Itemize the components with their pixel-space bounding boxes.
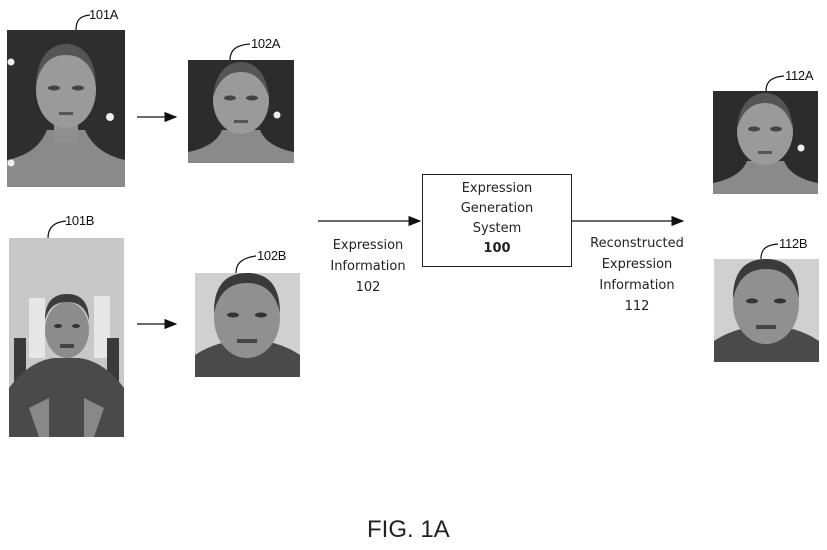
ref-label-112A: 112A — [785, 68, 814, 83]
cropped-face-102A — [188, 60, 294, 163]
ref-label-102B: 102B — [257, 248, 287, 263]
reconstructed-line1: Reconstructed — [590, 236, 684, 251]
ref-label-101A: 101A — [89, 7, 119, 22]
ref-label-102A: 102A — [251, 36, 281, 51]
expression-information-line1: Expression — [332, 238, 404, 253]
cropped-face-102B — [195, 273, 300, 377]
leader-102B — [235, 255, 257, 274]
figure-caption: FIG. 1A — [367, 516, 450, 543]
reconstructed-expression-information-label: Reconstructed Expression Information 112 — [578, 233, 696, 317]
reconstructed-face-112A — [713, 91, 818, 194]
leader-112A — [765, 75, 785, 92]
system-ref: 100 — [483, 241, 511, 256]
leader-112B — [760, 243, 779, 260]
reconstructed-line3: Information — [599, 278, 675, 293]
expression-generation-system-box: Expression Generation System 100 — [422, 174, 572, 267]
reconstructed-ref: 112 — [624, 299, 650, 314]
leader-101A — [75, 14, 91, 31]
system-line3: System — [472, 221, 522, 236]
ref-label-112B: 112B — [779, 236, 808, 251]
input-image-101A — [7, 30, 125, 187]
leader-101B — [47, 220, 67, 239]
input-image-101B — [9, 238, 124, 437]
reconstructed-line2: Expression — [601, 257, 673, 272]
expression-information-ref: 102 — [355, 280, 381, 295]
reconstructed-face-112B — [714, 259, 819, 362]
leader-102A — [229, 43, 251, 61]
system-line2: Generation — [460, 201, 534, 216]
system-line1: Expression — [461, 181, 533, 196]
expression-information-line2: Information — [330, 259, 406, 274]
expression-information-label: Expression Information 102 — [318, 235, 418, 298]
ref-label-101B: 101B — [65, 213, 95, 228]
